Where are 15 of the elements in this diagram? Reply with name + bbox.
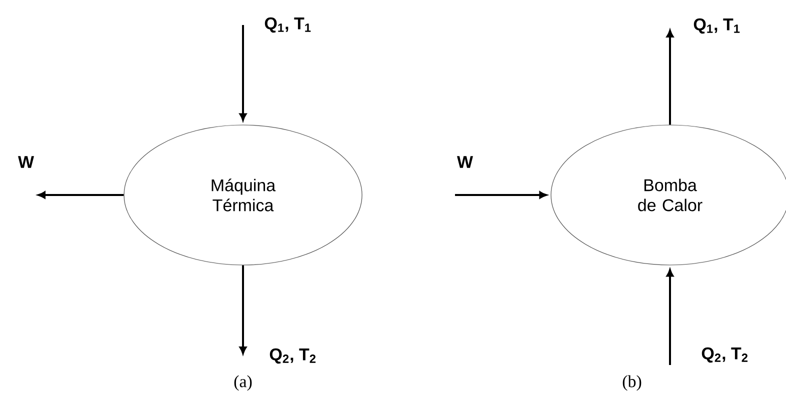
flow-label: Q$_{2}$, T$_{2}$ (270, 348, 316, 364)
flow-label: W (18, 156, 34, 168)
arrow (239, 25, 247, 121)
flow-label: Q$_{2}$, T$_{2}$ (702, 347, 748, 363)
panel-label: (a) (234, 375, 252, 391)
flow-label: Q$_{1}$, T$_{1}$ (694, 18, 740, 34)
arrow (666, 269, 674, 365)
panel-label: (b) (622, 375, 642, 391)
arrow (666, 30, 674, 125)
flow-label: Q$_{1}$, T$_{1}$ (264, 17, 311, 33)
arrow (38, 191, 124, 199)
arrow (239, 265, 247, 354)
flow-label: W (457, 156, 473, 168)
arrow (455, 191, 547, 199)
ellipse-node: Máquina Térmica (124, 124, 362, 266)
